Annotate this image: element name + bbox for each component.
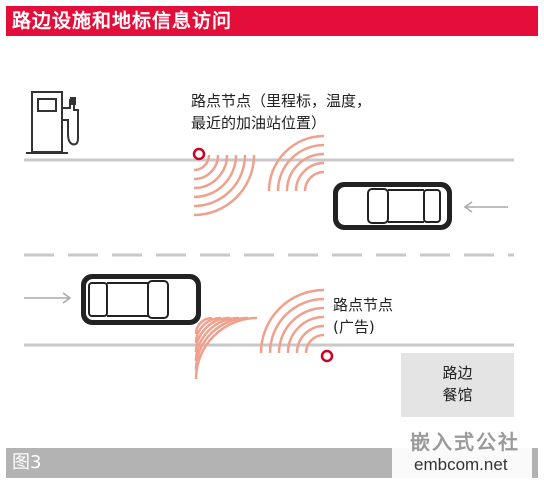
bottom-node-label-line1: 路点节点 <box>333 296 394 314</box>
top-node-label-line2: 最近的加油站位置） <box>191 114 327 132</box>
top-node-label-line1: 路点节点（里程标，温度， <box>191 92 372 110</box>
signal-waves-icon <box>193 134 325 217</box>
watermark-box <box>392 424 532 478</box>
diagram-title: 路边设施和地标信息访问 <box>6 6 538 36</box>
gas-pump-icon <box>26 91 79 154</box>
car-icon <box>333 182 452 230</box>
signal-waves-icon <box>194 288 325 380</box>
roadside-node-bottom <box>320 349 334 363</box>
arrow-icon <box>24 201 508 304</box>
watermark-url: embcom.net <box>414 455 508 474</box>
bottom-node-label-line2: (广告) <box>333 318 375 336</box>
roadside-node-top <box>192 147 206 161</box>
roadside-restaurant: 路边 餐馆 <box>401 353 514 417</box>
restaurant-label-line1: 路边 <box>442 364 473 382</box>
restaurant-label-line2: 餐馆 <box>442 386 473 404</box>
figure-label: 图3 <box>12 452 42 473</box>
watermark-text: 嵌入式公社 <box>410 430 520 454</box>
car-icon <box>81 274 201 325</box>
